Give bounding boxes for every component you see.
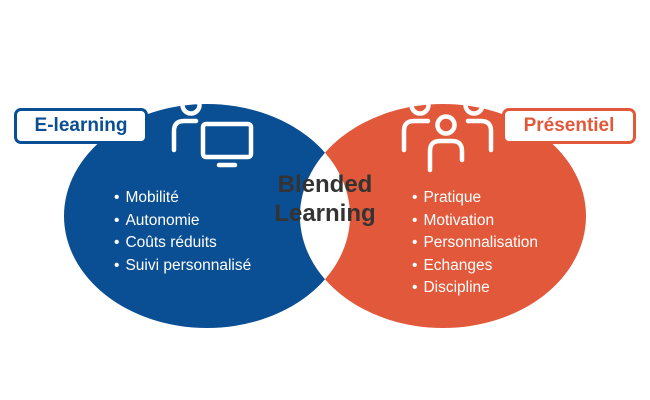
group-of-people-icon [401, 94, 494, 173]
list-item: Autonomie [114, 210, 251, 233]
e-learning-label: E-learning [14, 108, 148, 144]
presentiel-label: Présentiel [502, 108, 636, 144]
presentiel-list: Pratique Motivation Personnalisation Ech… [412, 187, 538, 300]
center-title-line-2: Learning [274, 200, 376, 227]
list-item: Personnalisation [412, 232, 538, 255]
list-item: Suivi personnalisé [114, 255, 251, 278]
list-item: Coûts réduits [114, 232, 251, 255]
list-item: Discipline [412, 277, 538, 300]
list-item: Motivation [412, 210, 538, 233]
center-title-line-1: Blended [277, 171, 373, 198]
list-item: Echanges [412, 255, 538, 278]
person-at-computer-icon [171, 94, 254, 168]
list-item: Mobilité [114, 187, 251, 210]
list-item: Pratique [412, 187, 538, 210]
blended-learning-title: Blended Learning [250, 170, 400, 228]
e-learning-list: Mobilité Autonomie Coûts réduits Suivi p… [114, 187, 251, 277]
